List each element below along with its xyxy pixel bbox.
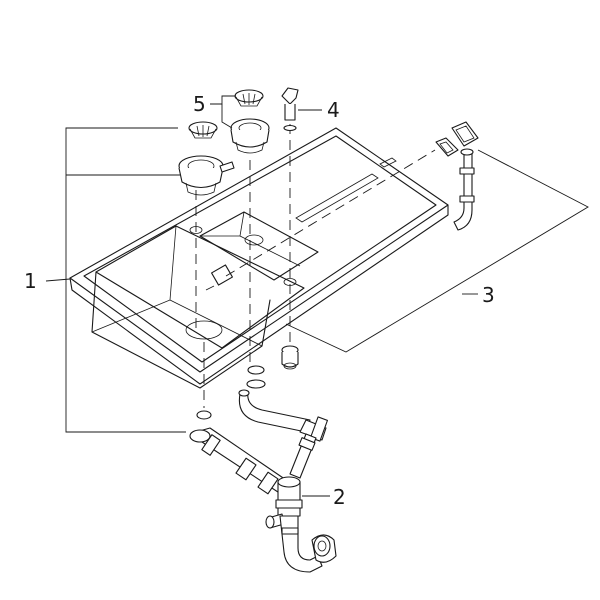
callout-5: 5: [193, 92, 206, 116]
overflow-pipe: [453, 148, 475, 231]
callout-3: 3: [482, 283, 495, 307]
waste-fitting-small-bowl: [230, 118, 270, 154]
pop-up-knob: [281, 87, 299, 132]
callout-1: 1: [24, 269, 37, 293]
siphon-assembly: [189, 365, 337, 573]
overflow-outlet-under: [281, 345, 299, 370]
leader-lines: [45, 95, 589, 497]
strainer-basket-lower: [188, 121, 218, 139]
callout-4: 4: [327, 98, 340, 122]
overflow-cover-right: [435, 121, 479, 157]
callout-labels: 1 2 3 4 5: [24, 92, 495, 509]
callout-2: 2: [333, 485, 346, 509]
assembly-axis-lines: [195, 124, 436, 408]
sink-body: [69, 127, 449, 389]
strainer-basket-upper: [234, 89, 264, 107]
waste-fitting-main-bowl: [178, 155, 235, 196]
